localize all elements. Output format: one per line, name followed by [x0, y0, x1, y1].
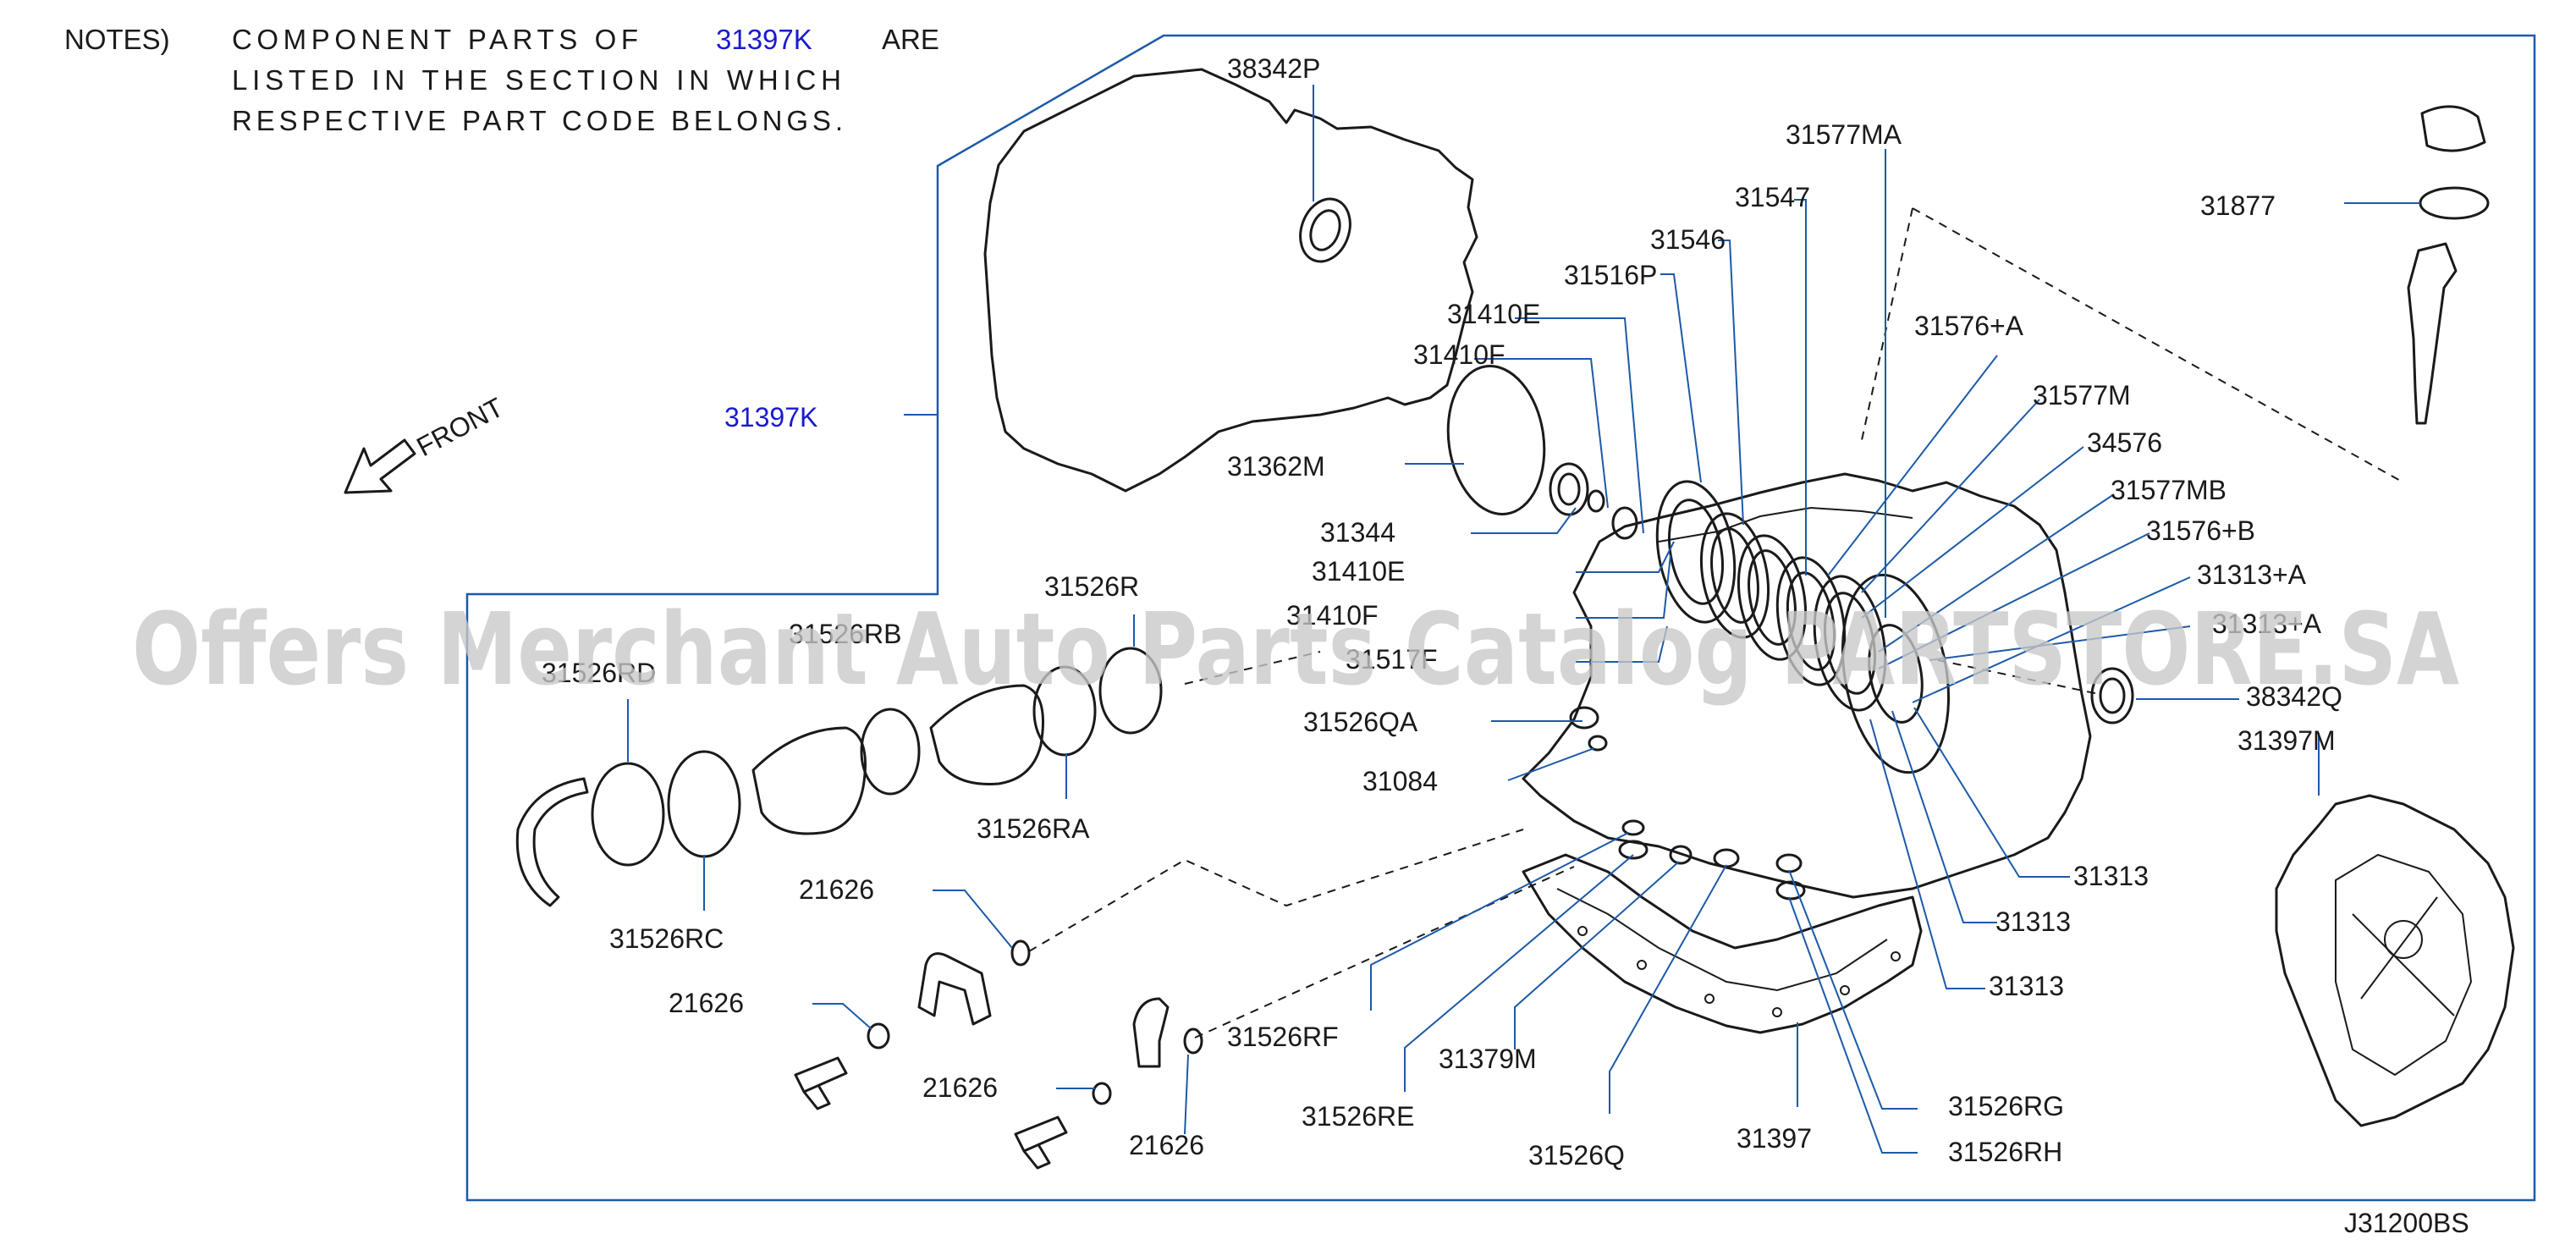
- notes-line2: LISTED IN THE SECTION IN WHICH: [232, 64, 841, 96]
- label-31576-A[interactable]: 31576+A: [1914, 311, 2024, 341]
- label-31526RD[interactable]: 31526RD: [542, 658, 656, 688]
- label-31410F-top[interactable]: 31410F: [1413, 339, 1505, 370]
- label-31526RB[interactable]: 31526RB: [789, 619, 901, 649]
- label-31397[interactable]: 31397: [1737, 1123, 1812, 1154]
- pipes-and-bolts: [794, 706, 1806, 1170]
- notes-line1-b: ARE: [882, 24, 939, 55]
- label-31379M[interactable]: 31379M: [1439, 1044, 1537, 1074]
- notes-prefix: NOTES): [64, 24, 170, 55]
- part-labels: 38342P 31577MA 31547 31546 31516P 31410E…: [542, 53, 2342, 1171]
- label-31397M[interactable]: 31397M: [2237, 725, 2336, 756]
- front-arrow-icon: [344, 438, 416, 494]
- label-31877[interactable]: 31877: [2200, 190, 2276, 221]
- notes-block: NOTES) COMPONENT PARTS OF 31397K ARE LIS…: [64, 24, 939, 136]
- label-31577MA[interactable]: 31577MA: [1786, 119, 1902, 150]
- label-31547[interactable]: 31547: [1735, 182, 1810, 212]
- clutch-ring-stack: [1446, 365, 2134, 774]
- label-31526RA[interactable]: 31526RA: [977, 813, 1090, 844]
- label-21626-1[interactable]: 21626: [799, 874, 874, 905]
- label-31362M[interactable]: 31362M: [1227, 451, 1325, 482]
- label-31577M[interactable]: 31577M: [2033, 380, 2131, 410]
- notes-link-31397K[interactable]: 31397K: [716, 24, 812, 55]
- label-31410F-mid[interactable]: 31410F: [1286, 600, 1379, 631]
- snap-ring-31362M: [1446, 365, 1546, 515]
- label-21626-2[interactable]: 21626: [669, 988, 744, 1018]
- o-ring-31877: [2419, 186, 2490, 220]
- label-31526RF[interactable]: 31526RF: [1227, 1022, 1339, 1052]
- notes-line1-a: COMPONENT PARTS OF: [232, 24, 638, 55]
- label-31576-B[interactable]: 31576+B: [2146, 515, 2255, 546]
- assembly-dashed-lines: [1028, 207, 2404, 1038]
- label-38342Q[interactable]: 38342Q: [2246, 681, 2342, 712]
- upper-case-outline: [983, 68, 1478, 493]
- diagram-code: J31200BS: [2344, 1208, 2469, 1238]
- label-31526Q[interactable]: 31526Q: [1528, 1140, 1625, 1171]
- oil-seal-38342Q: [2090, 667, 2134, 724]
- label-31410E-mid[interactable]: 31410E: [1312, 556, 1405, 587]
- notes-line3: RESPECTIVE PART CODE BELONGS.: [232, 105, 843, 136]
- label-31313-A-2[interactable]: 31313+A: [2212, 609, 2322, 639]
- label-31516P[interactable]: 31516P: [1564, 260, 1657, 290]
- label-31313-3[interactable]: 31313: [1989, 971, 2064, 1001]
- label-31084[interactable]: 31084: [1362, 766, 1438, 796]
- seal-31410F: [1549, 462, 1589, 516]
- label-31546[interactable]: 31546: [1650, 224, 1726, 255]
- label-31517F[interactable]: 31517F: [1346, 644, 1438, 675]
- label-38342P[interactable]: 38342P: [1227, 53, 1320, 84]
- front-indicator: FRONT: [344, 392, 509, 494]
- label-31313-1[interactable]: 31313: [2073, 861, 2149, 891]
- label-31526QA[interactable]: 31526QA: [1303, 707, 1418, 737]
- assembly-frame: [465, 34, 2536, 1202]
- label-31397K[interactable]: 31397K: [724, 402, 817, 432]
- label-31344[interactable]: 31344: [1320, 517, 1395, 548]
- label-31313-2[interactable]: 31313: [1995, 906, 2071, 937]
- label-31526RC[interactable]: 31526RC: [609, 923, 724, 954]
- oil-seal-38342P: [1299, 197, 1351, 263]
- sensor-31877-outline: [2407, 105, 2490, 425]
- oil-pan-outline: [1522, 853, 1923, 1034]
- label-34576[interactable]: 34576: [2087, 427, 2162, 458]
- label-31313-A-1[interactable]: 31313+A: [2197, 559, 2307, 590]
- label-31577MB[interactable]: 31577MB: [2111, 475, 2226, 505]
- label-31410E-top[interactable]: 31410E: [1447, 299, 1540, 329]
- label-31526RH[interactable]: 31526RH: [1948, 1137, 2062, 1167]
- label-31526RG[interactable]: 31526RG: [1948, 1091, 2064, 1121]
- label-21626-3[interactable]: 21626: [922, 1072, 998, 1103]
- side-cover-outline: [2275, 794, 2515, 1127]
- label-31526RE[interactable]: 31526RE: [1302, 1101, 1414, 1132]
- watermark: Offers Merchant Auto Parts Catalog PARTS…: [132, 591, 2459, 708]
- label-21626-4[interactable]: 21626: [1129, 1130, 1204, 1160]
- leader-lines: [627, 85, 2420, 1154]
- transmission-case-outline: [1522, 472, 2092, 899]
- snap-ring-left: [515, 777, 589, 907]
- label-31526R[interactable]: 31526R: [1044, 571, 1139, 602]
- front-label: FRONT: [411, 392, 508, 463]
